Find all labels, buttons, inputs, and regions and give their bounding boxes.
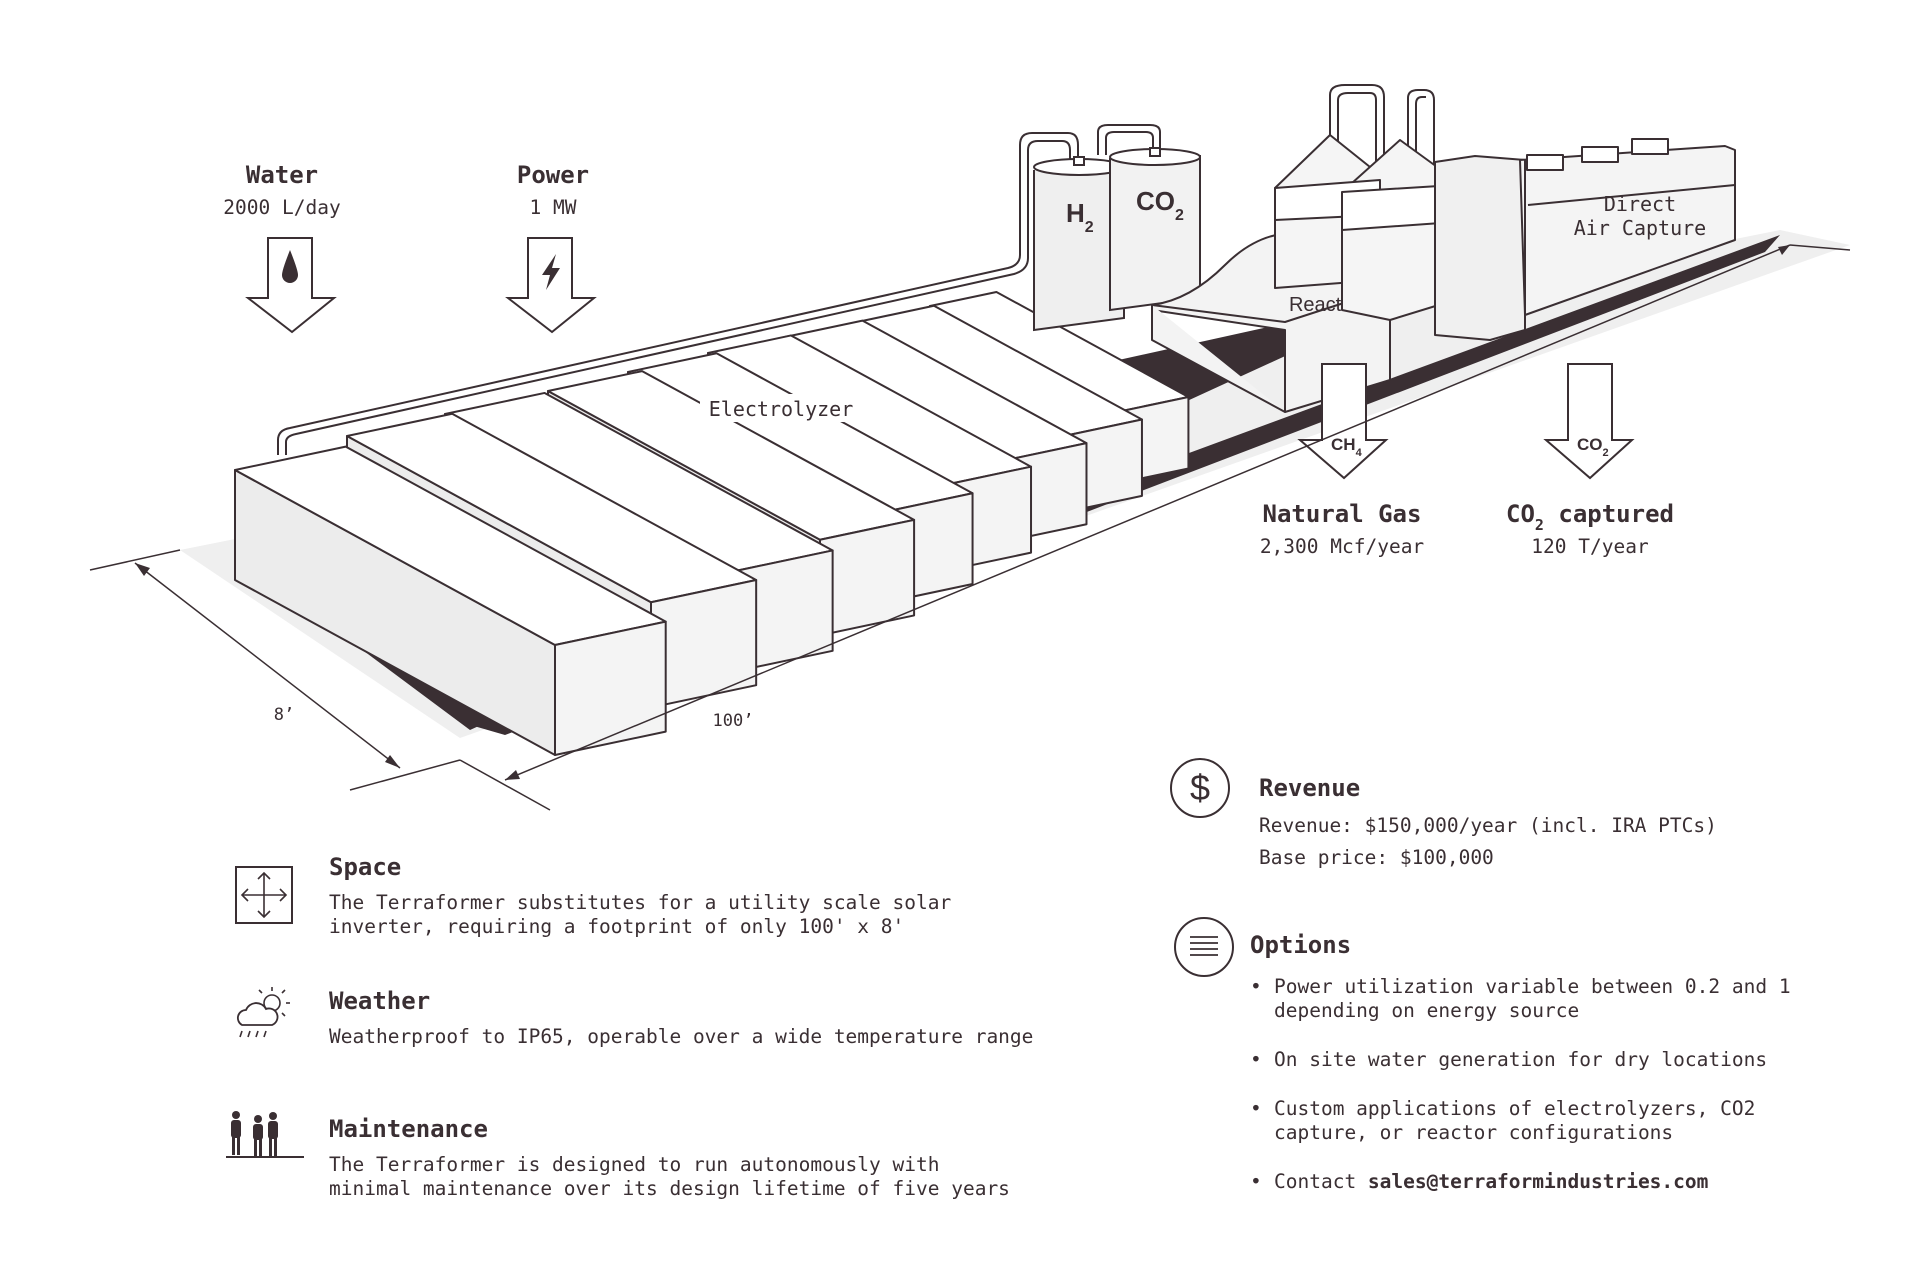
electrolyzer-box <box>819 518 916 637</box>
list-item: On site water generation for dry locatio… <box>1250 1048 1810 1072</box>
svg-text:$: $ <box>1190 767 1210 808</box>
dac-label-line1: Direct <box>1604 192 1676 216</box>
dimension-arrowhead <box>505 770 520 780</box>
lightning-icon <box>542 254 560 290</box>
water-drop-icon <box>282 250 298 283</box>
co2-arrow-label: CO2 <box>1577 435 1609 459</box>
dimension-arrowhead <box>135 563 150 576</box>
list-item: Custom applications of electrolyzers, CO… <box>1250 1097 1810 1145</box>
co2-output-arrow <box>1543 363 1635 480</box>
h2-tank-label: H2 <box>1066 198 1094 236</box>
dimension-arrowhead <box>1778 245 1790 255</box>
co2-captured-title: CO2 captured <box>1506 500 1674 534</box>
revenue-title: Revenue <box>1259 774 1361 802</box>
dollar-icon: $ <box>1170 758 1230 818</box>
contact-email-link[interactable]: sales@terraformindustries.com <box>1367 1170 1709 1193</box>
power-input-arrow <box>505 237 597 334</box>
revenue-section: Revenue Revenue: $150,000/year (incl. IR… <box>1259 774 1717 878</box>
natural-gas-value: 2,300 Mcf/year <box>1260 535 1424 558</box>
feature-maintenance-text: The Terraformer is designed to run auton… <box>329 1153 1010 1200</box>
base-price-line: Base price: $100,000 <box>1259 846 1494 869</box>
options-title: Options <box>1250 931 1352 959</box>
options-list: Power utilization variable between 0.2 a… <box>1250 975 1810 1194</box>
co2-captured-value: 120 T/year <box>1531 535 1648 558</box>
list-item-contact: Contact sales@terraformindustries.com <box>1250 1170 1810 1194</box>
electrolyzer-box <box>554 620 667 756</box>
co2-tank <box>1109 147 1201 312</box>
contact-prefix: Contact <box>1274 1170 1368 1193</box>
electrolyzer-box <box>650 579 758 709</box>
electrolyzer-modules <box>234 290 1190 756</box>
width-dimension-label: 8’ <box>274 705 294 725</box>
water-title: Water <box>246 161 318 189</box>
list-icon <box>1174 917 1234 977</box>
expand-arrows-icon <box>235 866 293 924</box>
natural-gas-title: Natural Gas <box>1263 500 1422 528</box>
dac-label-line2: Air Capture <box>1574 216 1706 240</box>
water-value: 2000 L/day <box>223 196 340 219</box>
length-dimension-label: 100’ <box>713 711 754 731</box>
electrolyzer-label-bg <box>700 394 860 422</box>
dimension-lines <box>89 244 1851 811</box>
pipe-manifold <box>277 84 1435 455</box>
revenue-line: Revenue: $150,000/year (incl. IRA PTCs) <box>1259 814 1717 837</box>
feature-space-title: Space <box>329 853 402 881</box>
h2-tank <box>1033 156 1125 332</box>
people-icon <box>226 1111 304 1158</box>
co2-tank-label: CO2 <box>1136 186 1184 224</box>
direct-air-capture-unit <box>1274 134 1736 341</box>
water-input-arrow <box>245 237 337 334</box>
feature-maintenance-title: Maintenance <box>329 1115 488 1143</box>
list-item: Power utilization variable between 0.2 a… <box>1250 975 1810 1023</box>
electrolyzer-label: Electrolyzer <box>709 397 854 421</box>
feature-space: Space The Terraformer substitutes for a … <box>329 853 1149 939</box>
feature-weather: Weather Weatherproof to IP65, operable o… <box>329 987 1149 1049</box>
options-section: Options Power utilization variable betwe… <box>1250 931 1810 1219</box>
power-title: Power <box>517 161 589 189</box>
ch4-arrow-label: CH4 <box>1331 435 1363 459</box>
weather-cloud-sun-rain-icon <box>236 987 290 1038</box>
feature-space-text: The Terraformer substitutes for a utilit… <box>329 891 952 938</box>
feature-maintenance: Maintenance The Terraformer is designed … <box>329 1115 1149 1201</box>
feature-weather-title: Weather <box>329 987 431 1015</box>
feature-weather-text: Weatherproof to IP65, operable over a wi… <box>329 1025 1034 1048</box>
power-value: 1 MW <box>530 196 577 219</box>
dimension-arrowhead <box>385 755 400 768</box>
ch4-output-arrow <box>1297 363 1389 480</box>
